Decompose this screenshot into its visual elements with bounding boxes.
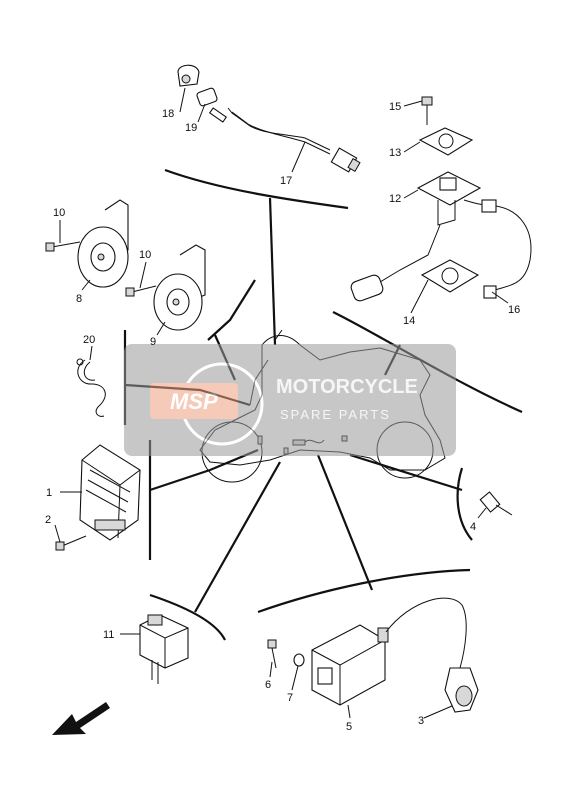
callout-18: 18 [162, 108, 174, 120]
direction-arrow-icon [52, 702, 110, 735]
part-14-float [350, 259, 480, 302]
callout-17: 17 [280, 175, 292, 187]
callout-11: 11 [103, 629, 114, 641]
callout-7: 7 [287, 692, 293, 704]
part-20-clip [76, 358, 106, 417]
part-17-wire-harness [208, 107, 361, 173]
callout-6: 6 [265, 679, 271, 691]
callout-12: 12 [389, 193, 401, 205]
watermark: MSP MOTORCYCLE SPARE PARTS [124, 344, 456, 456]
callout-9: 9 [150, 336, 156, 348]
part-11-relay [139, 614, 189, 684]
callouts: 18 19 17 15 13 12 14 16 10 8 10 9 20 1 2… [45, 101, 520, 733]
callout-15: 15 [389, 101, 401, 113]
callout-16: 16 [508, 304, 520, 316]
watermark-line1: MOTORCYCLE [276, 376, 418, 398]
callout-4: 4 [470, 521, 476, 533]
watermark-band [124, 344, 456, 456]
part-18-clamp [177, 64, 200, 87]
part-2-bolt [55, 535, 87, 551]
callout-leaders [54, 87, 509, 719]
part-10-bolt-b [125, 285, 157, 297]
callout-10-a: 10 [53, 207, 65, 219]
callout-3: 3 [418, 715, 424, 727]
part-1-ecu [79, 444, 141, 541]
part-3-plug-cap [385, 597, 479, 713]
part-10-bolt-a [45, 241, 81, 252]
watermark-logo: MSP [170, 389, 218, 414]
part-19-sleeve [196, 87, 218, 107]
part-5-ignition-coil [311, 624, 389, 706]
part-13-gasket [418, 127, 474, 156]
callout-13: 13 [389, 147, 401, 159]
part-6-bolt [267, 639, 277, 669]
callout-2: 2 [45, 514, 51, 526]
callout-8: 8 [76, 293, 82, 305]
callout-1: 1 [46, 487, 52, 499]
callout-19: 19 [185, 122, 197, 134]
part-7-washer [293, 653, 305, 667]
part-8-horn [77, 199, 129, 288]
part-12-sender-plate [379, 171, 491, 283]
callout-20: 20 [83, 334, 95, 346]
watermark-logo-box [150, 383, 238, 419]
watermark-line2: SPARE PARTS [280, 407, 391, 422]
callout-5: 5 [346, 721, 352, 733]
part-9-horn [153, 244, 206, 331]
part-4-sensor [479, 491, 513, 516]
part-15-screw [421, 96, 433, 125]
part-16-connector-wire [481, 199, 532, 299]
callout-10-b: 10 [139, 249, 151, 261]
callout-14: 14 [403, 315, 415, 327]
